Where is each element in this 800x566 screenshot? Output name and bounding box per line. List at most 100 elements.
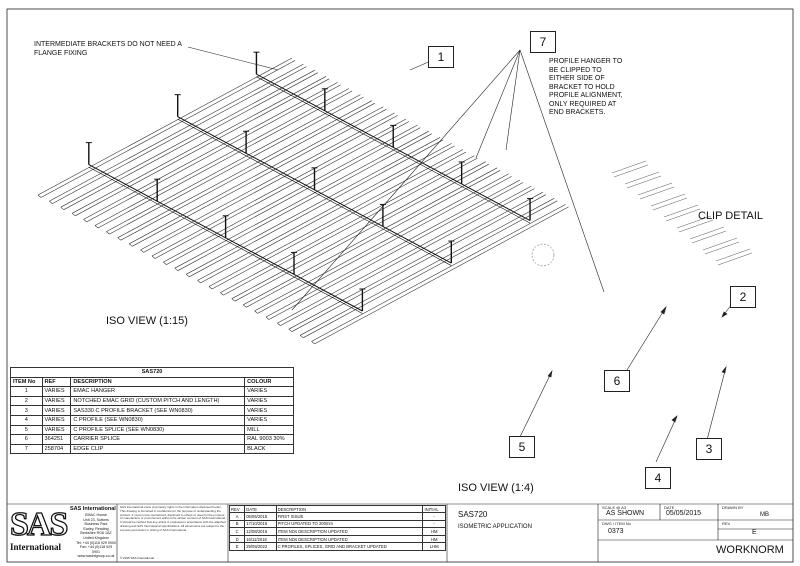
sheet-border [6, 8, 794, 563]
note-intermediate-brackets: INTERMEDIATE BRACKETS DO NOT NEED A FLAN… [34, 41, 182, 57]
bom-cell: VARIES [41, 395, 72, 407]
bom-cell: VARIES [41, 424, 72, 436]
bom-cell: NOTCHED EMAC GRID (CUSTOM PITCH AND LENG… [70, 395, 246, 407]
c-profile-end [300, 335, 304, 339]
bom-cell: VARIES [244, 395, 294, 407]
scale-label: SCALE @ A3 [602, 505, 627, 510]
copyright-text: © 2015 SAS International [120, 556, 154, 560]
bom-cell: C PROFILE (SEE WN0830) [70, 414, 246, 426]
iso-view-detail-label: ISO VIEW (1:4) [458, 482, 534, 494]
c-profile-line [197, 143, 452, 281]
bom-cell: 3 [10, 405, 43, 416]
clip-detail-line [650, 193, 686, 207]
drawn-by-value: MB [760, 512, 769, 518]
c-profile-line [109, 96, 364, 235]
callout-5: 5 [509, 436, 535, 458]
footer-worknorm: WORKNORM [716, 544, 784, 556]
clip-detail-line [613, 164, 649, 178]
iso-hangers-carriers [85, 51, 534, 314]
c-profile-end [60, 206, 64, 210]
c-profile-end [83, 219, 87, 223]
c-profile-end [140, 249, 144, 253]
c-profile-line [288, 191, 543, 330]
bom-cell: EMAC HANGER [70, 386, 246, 397]
clip-detail-line [689, 226, 725, 240]
c-profile-line [52, 66, 307, 204]
c-profile-end [220, 292, 224, 296]
c-profile-line [132, 109, 387, 247]
revision-cell: B [228, 519, 246, 529]
dwg-number-value: 0373 [608, 528, 624, 535]
clip-detail-line [717, 252, 753, 266]
c-profile-line [243, 167, 498, 306]
disclaimer-text: SAS International owns proprietary right… [120, 505, 226, 532]
bom-cell: VARIES [41, 414, 72, 426]
revision-cell: ITEM NOs DESCRIPTION UPDATED [275, 527, 424, 536]
c-profile-end [94, 225, 99, 229]
callout-7: 7 [530, 31, 556, 53]
bom-cell: VARIES [244, 386, 294, 397]
c-profile-line [186, 137, 441, 275]
c-profile-line [49, 63, 304, 202]
c-profile-line [277, 185, 532, 324]
clip-detail-line [715, 248, 751, 262]
clip-detail-label: CLIP DETAIL [698, 210, 764, 222]
c-profile-line [140, 112, 395, 251]
c-profile-end [277, 322, 281, 326]
clip-detail-line [652, 197, 688, 211]
bom-cell: BLACK [244, 443, 294, 455]
title-block-frame [7, 503, 793, 562]
revision-cell: C [228, 527, 246, 536]
c-profile-end [117, 237, 121, 241]
revision-header-3: INITIAL [422, 505, 446, 513]
c-profile-line [37, 57, 293, 196]
revision-cell: 29/09/2022 [244, 542, 277, 551]
rev-label: REV [722, 521, 731, 526]
c-profile-end [208, 286, 213, 290]
bom-cell: 7 [10, 443, 43, 455]
c-profile-line [246, 170, 501, 308]
bom-header-3: COLOUR [244, 376, 294, 388]
c-profile-line [129, 106, 384, 245]
c-profile-line [200, 145, 455, 284]
c-profile-line [151, 118, 407, 257]
c-profile-end [254, 310, 258, 314]
c-profile-line [117, 100, 372, 238]
bom-header-0: ITEM No [10, 376, 43, 388]
c-profile-line [60, 69, 315, 208]
revision-cell: 05/05/2015 [244, 512, 277, 521]
c-profile-end [265, 316, 270, 320]
c-profile-end [186, 274, 190, 278]
revision-cell: FIRST ISSUE [275, 512, 424, 521]
clip-detail-line [678, 219, 714, 233]
revision-cell: - [422, 512, 446, 521]
c-profile-end [231, 298, 235, 302]
c-profile-line [189, 139, 444, 278]
clip-detail-line [624, 171, 660, 185]
c-profile-line [311, 204, 566, 342]
clip-detail-line [626, 175, 662, 189]
c-profile-line [75, 78, 330, 217]
revision-cell: 12/08/2016 [244, 527, 277, 536]
callout-6: 6 [604, 370, 630, 392]
c-profile-line [280, 188, 535, 326]
c-profile-end [174, 267, 178, 271]
bom-cell: VARIES [244, 414, 294, 426]
scale-value: AS SHOWN [606, 510, 645, 517]
c-profile-line [120, 102, 375, 241]
clip-detail-line [691, 230, 727, 244]
c-profile-line [268, 182, 524, 320]
c-profile-line [40, 60, 296, 198]
c-profile-line [300, 198, 555, 336]
clip-detail-line [704, 241, 740, 255]
revision-cell: D [228, 534, 246, 544]
